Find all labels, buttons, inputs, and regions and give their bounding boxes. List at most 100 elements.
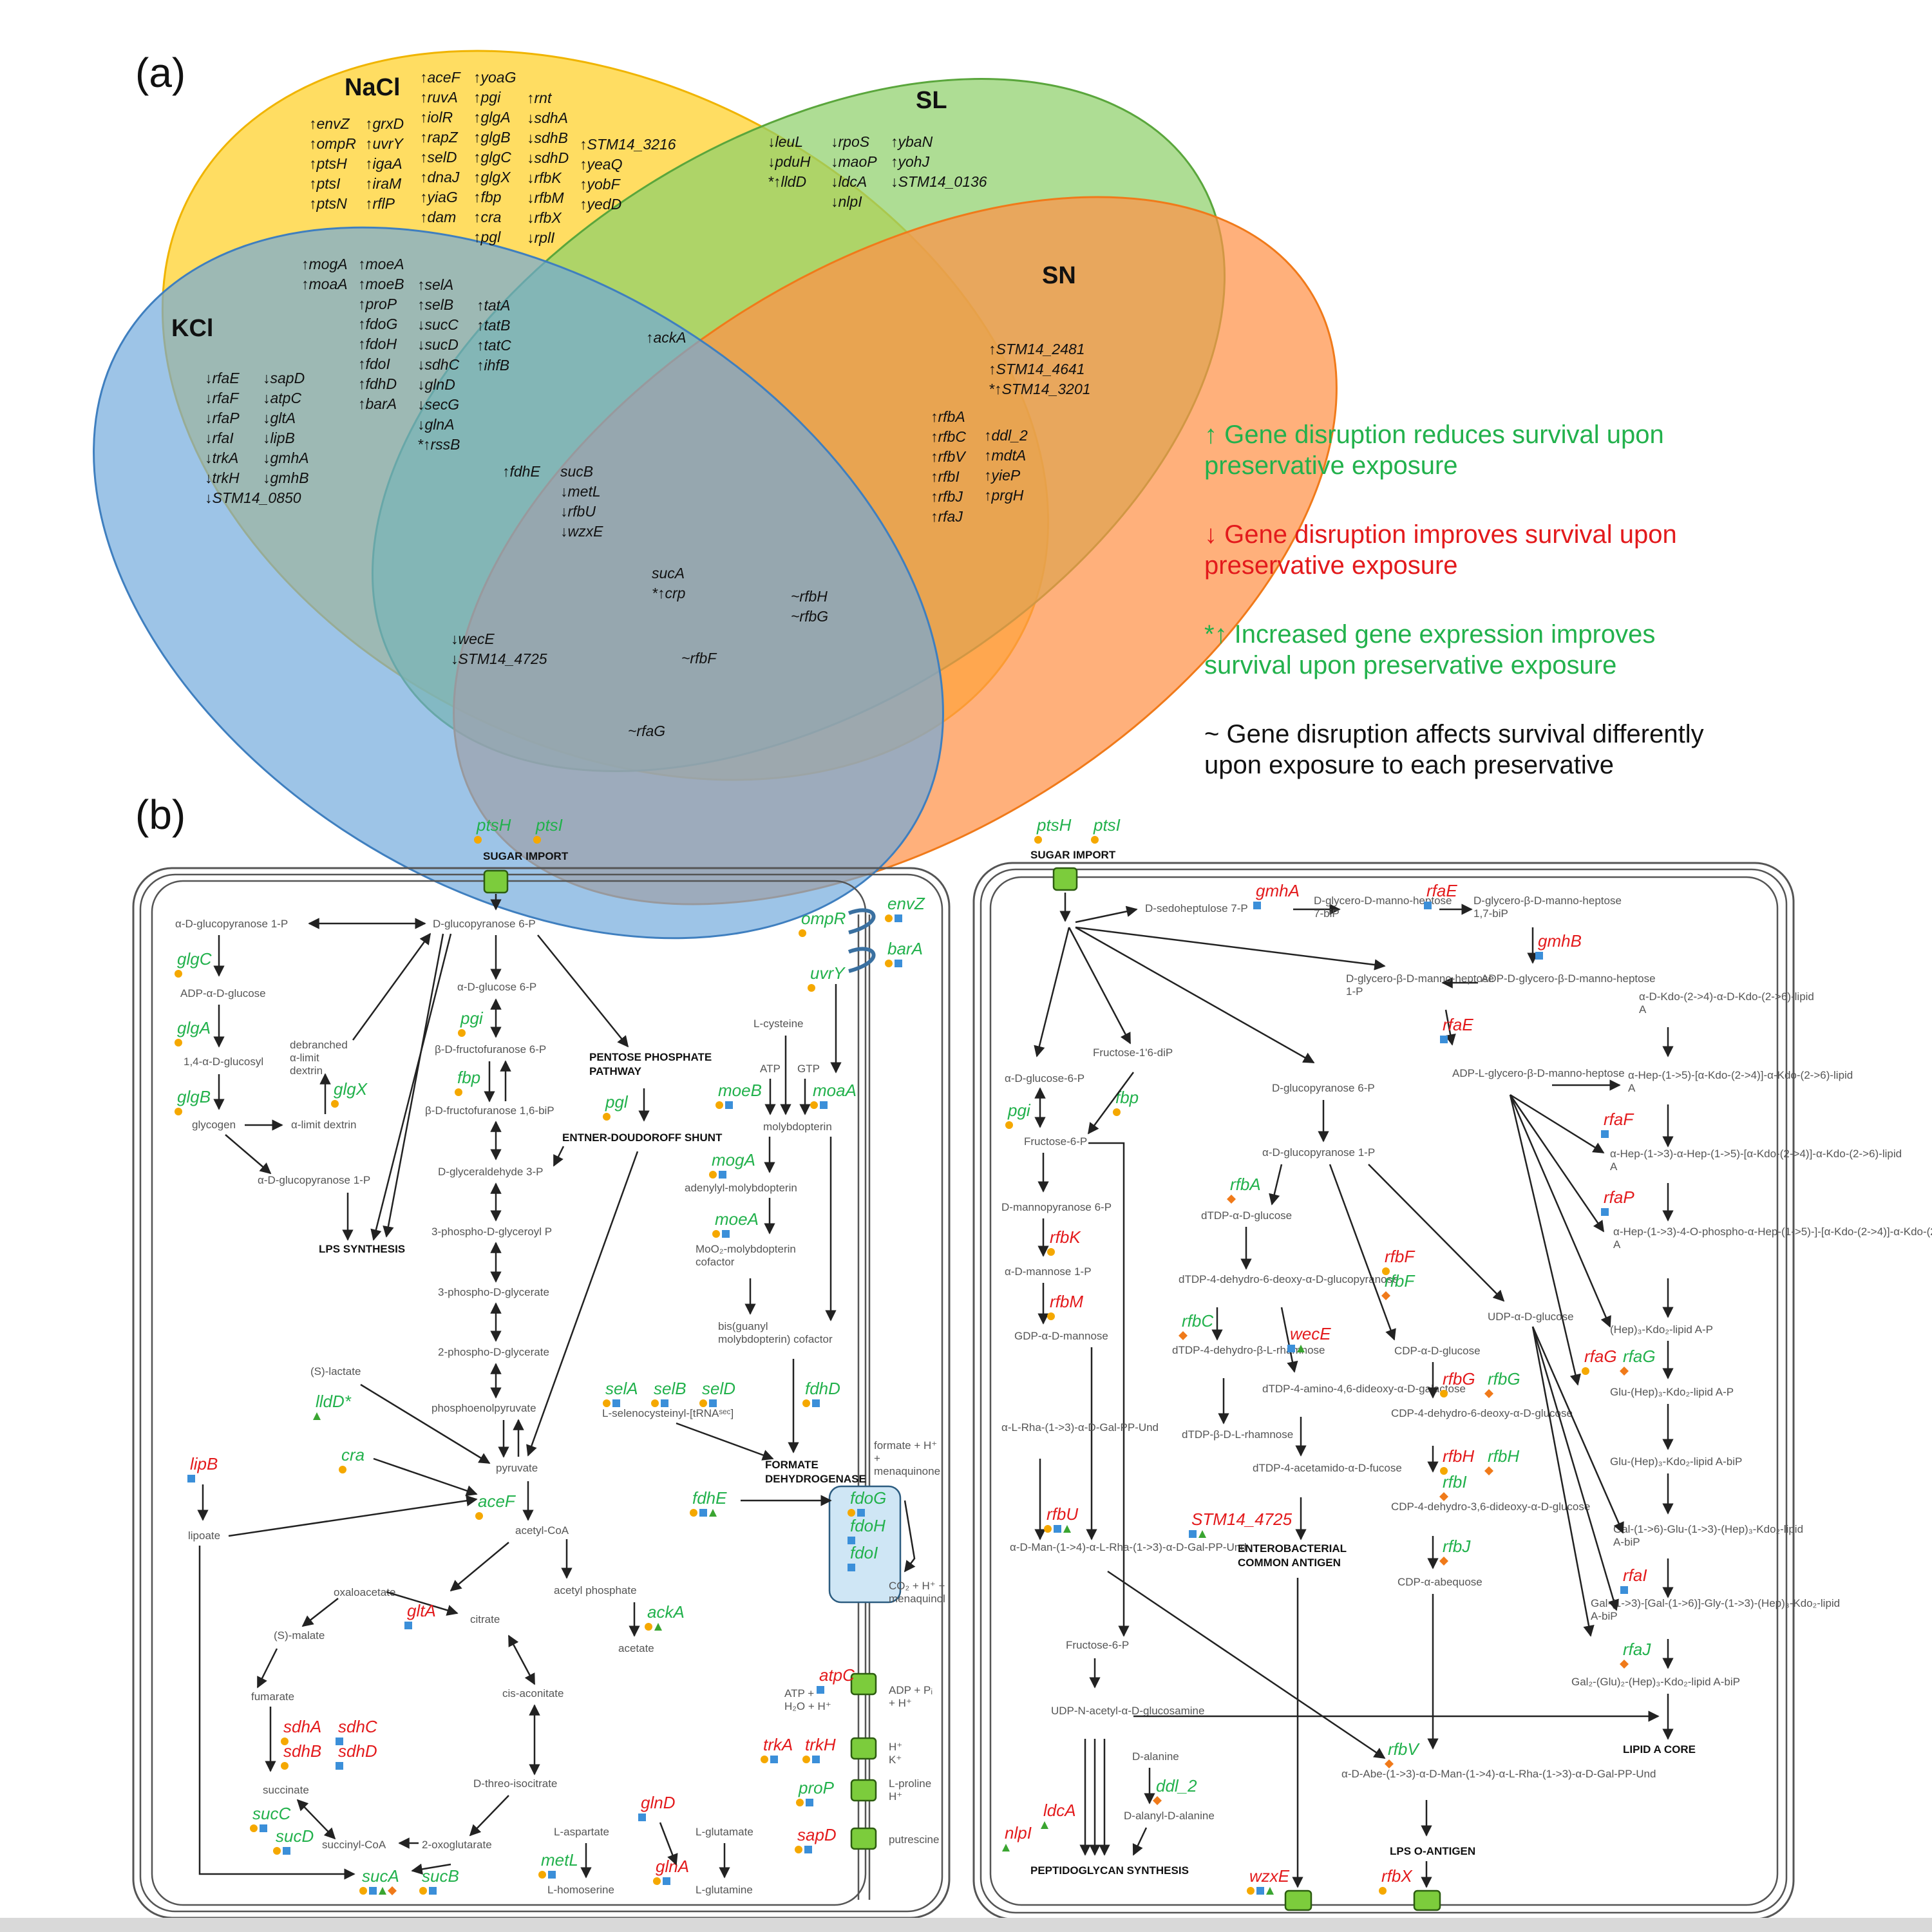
nacl-marker <box>802 1756 810 1763</box>
nacl-marker <box>715 1101 723 1109</box>
metabolite-line: α-D-Man-(1->4)-α-L-Rha-(1->3)-α-D-Gal-PP… <box>1010 1541 1247 1553</box>
gene-sdhA: sdhA <box>281 1717 321 1745</box>
right-cell-membrane-mid <box>980 868 1788 1914</box>
legend-line-1: ↑ Gene disruption reduces survival upon <box>1204 421 1664 449</box>
nacl-marker <box>359 1887 367 1895</box>
lps-o-antigen-label: LPS O-ANTIGEN <box>1390 1845 1475 1857</box>
metabolite-line: H₂O + H⁺ <box>784 1700 831 1712</box>
metabolite: D-threo-isocitrate <box>473 1777 557 1790</box>
metabolite: ADP-α-D-glucose <box>180 987 266 999</box>
gene-entry: ↑selA <box>417 276 453 293</box>
gene-entry: ↑ompR <box>309 135 356 152</box>
gene-name: sucD <box>276 1826 314 1846</box>
gene-entry: ↑yobF <box>580 176 621 193</box>
gene-sapD: sapD <box>795 1825 837 1853</box>
gene-entry: ↑ptsI <box>309 175 341 192</box>
kcl-marker <box>848 1537 855 1544</box>
gene-name: fdhE <box>692 1488 727 1508</box>
pathway-arrow <box>256 1648 278 1689</box>
nacl-marker <box>810 1101 818 1109</box>
gene-sucA: sucA <box>359 1866 399 1895</box>
metabolite-line: DEHYDROGENASE <box>765 1473 866 1485</box>
metabolite: cis-aconitate <box>502 1687 564 1700</box>
right-cell-inner-membrane <box>989 876 1779 1906</box>
gene-entry: ↓sapD <box>263 370 305 386</box>
metabolite: formate + H⁺+menaquinone <box>874 1439 940 1477</box>
nacl-marker <box>475 1512 483 1520</box>
kcl-marker <box>404 1622 412 1629</box>
nacl-marker <box>273 1847 281 1855</box>
gene-name: fbp <box>1115 1088 1139 1107</box>
gene-ptsI: ptsI <box>533 815 563 844</box>
pathway-arrow <box>1509 1094 1611 1328</box>
legend-line-2: upon exposure to each preservative <box>1204 751 1614 779</box>
gene-rfbI: rfbI <box>1439 1472 1467 1501</box>
pathway-arrow <box>553 1146 565 1167</box>
metabolite: phosphoenolpyruvate <box>431 1402 536 1414</box>
gene-glnD: glnD <box>638 1793 675 1821</box>
gene-fdoG: fdoG <box>848 1488 886 1517</box>
pathway-arrow <box>1088 1142 1130 1637</box>
gene-entry: ↓sdhD <box>527 149 569 166</box>
nacl-marker <box>796 1799 804 1806</box>
metabolite: (Hep)₃-Kdo₂-lipid A-P <box>1610 1323 1713 1336</box>
gene-entry: ↑moeB <box>358 276 404 292</box>
gene-name: rfbM <box>1050 1292 1083 1311</box>
kcl-marker <box>336 1762 343 1770</box>
metabolite: 3-phospho-D-glycerate <box>438 1286 549 1298</box>
gene-entry: ↑STM14_2481 <box>989 341 1085 357</box>
gene-entry: *↑lldD <box>768 173 806 190</box>
metabolite: L-glutamine <box>696 1884 753 1896</box>
gene-name: rfbH <box>1443 1446 1474 1466</box>
gene-list-sl-1: ↓leuL↓pduH*↑lldD <box>768 133 811 190</box>
pathway-arrow <box>1075 926 1315 1064</box>
pathway-arrow <box>469 1795 509 1837</box>
metabolite-line: dTDP-4-amino-4,6-dideoxy-α-D-galactose <box>1262 1383 1466 1395</box>
pathway-arrow <box>537 934 629 1048</box>
gene-name: rfbH <box>1488 1446 1519 1466</box>
gene-entry: ↓sdhB <box>527 129 568 146</box>
gene-entry: *↑rssB <box>417 436 460 453</box>
kcl-marker <box>1424 902 1432 909</box>
gene-list-sl-sn-kcl: ~rfbF <box>681 650 717 667</box>
gene-name: pgi <box>460 1009 484 1028</box>
gene-proP: proP <box>796 1778 835 1806</box>
gene-name: fbp <box>457 1068 480 1087</box>
kcl-marker <box>725 1101 733 1109</box>
pathway-arrow <box>1075 926 1386 971</box>
gene-entry: ↑glgX <box>473 169 511 185</box>
gene-entry: ↓rfbU <box>560 503 596 520</box>
metabolite: adenylyl-molybdopterin <box>685 1182 797 1194</box>
metabolite: CDP-α-abequose <box>1397 1576 1482 1588</box>
pathway-arrow <box>526 1151 639 1457</box>
gene-name: nlpI <box>1005 1823 1032 1842</box>
gene-name: selB <box>654 1379 687 1398</box>
gene-entry: ↓sucD <box>417 336 459 353</box>
gene-name: selA <box>605 1379 638 1398</box>
gene-rfaE: rfaE <box>1424 881 1457 909</box>
gene-selD: selD <box>699 1379 735 1407</box>
nacl-marker <box>885 914 893 922</box>
metabolite: molybdopterin <box>763 1121 832 1133</box>
metabolite-line: A <box>1639 1003 1647 1016</box>
gene-gmhB: gmhB <box>1535 931 1582 960</box>
gene-name: rfbJ <box>1443 1537 1471 1556</box>
metabolite: pyruvate <box>496 1462 538 1474</box>
pathway-arrow <box>383 933 444 1238</box>
gene-sdhC: sdhC <box>336 1717 377 1745</box>
metabolite: glycogen <box>192 1119 236 1131</box>
nacl-marker <box>538 1871 546 1879</box>
gene-rfbH: rfbH <box>1484 1446 1519 1475</box>
gene-entry: ↓STM14_4725 <box>451 650 547 667</box>
gene-entry: ↓rfaP <box>205 410 240 426</box>
metabolite-line: α-Hep-(1->3)-4-O-phospho-α-Hep-(1->5)-]-… <box>1613 1226 1932 1238</box>
gene-name: trkH <box>805 1735 836 1754</box>
gene-entry: ↓sdhA <box>527 109 568 126</box>
nacl-marker <box>645 1623 652 1631</box>
gene-name: glnD <box>641 1793 675 1812</box>
sn-marker <box>1484 1466 1493 1475</box>
nacl-marker <box>603 1399 611 1407</box>
metabolite-line: D-glycero-β-D-manno-heptose <box>1473 895 1622 907</box>
